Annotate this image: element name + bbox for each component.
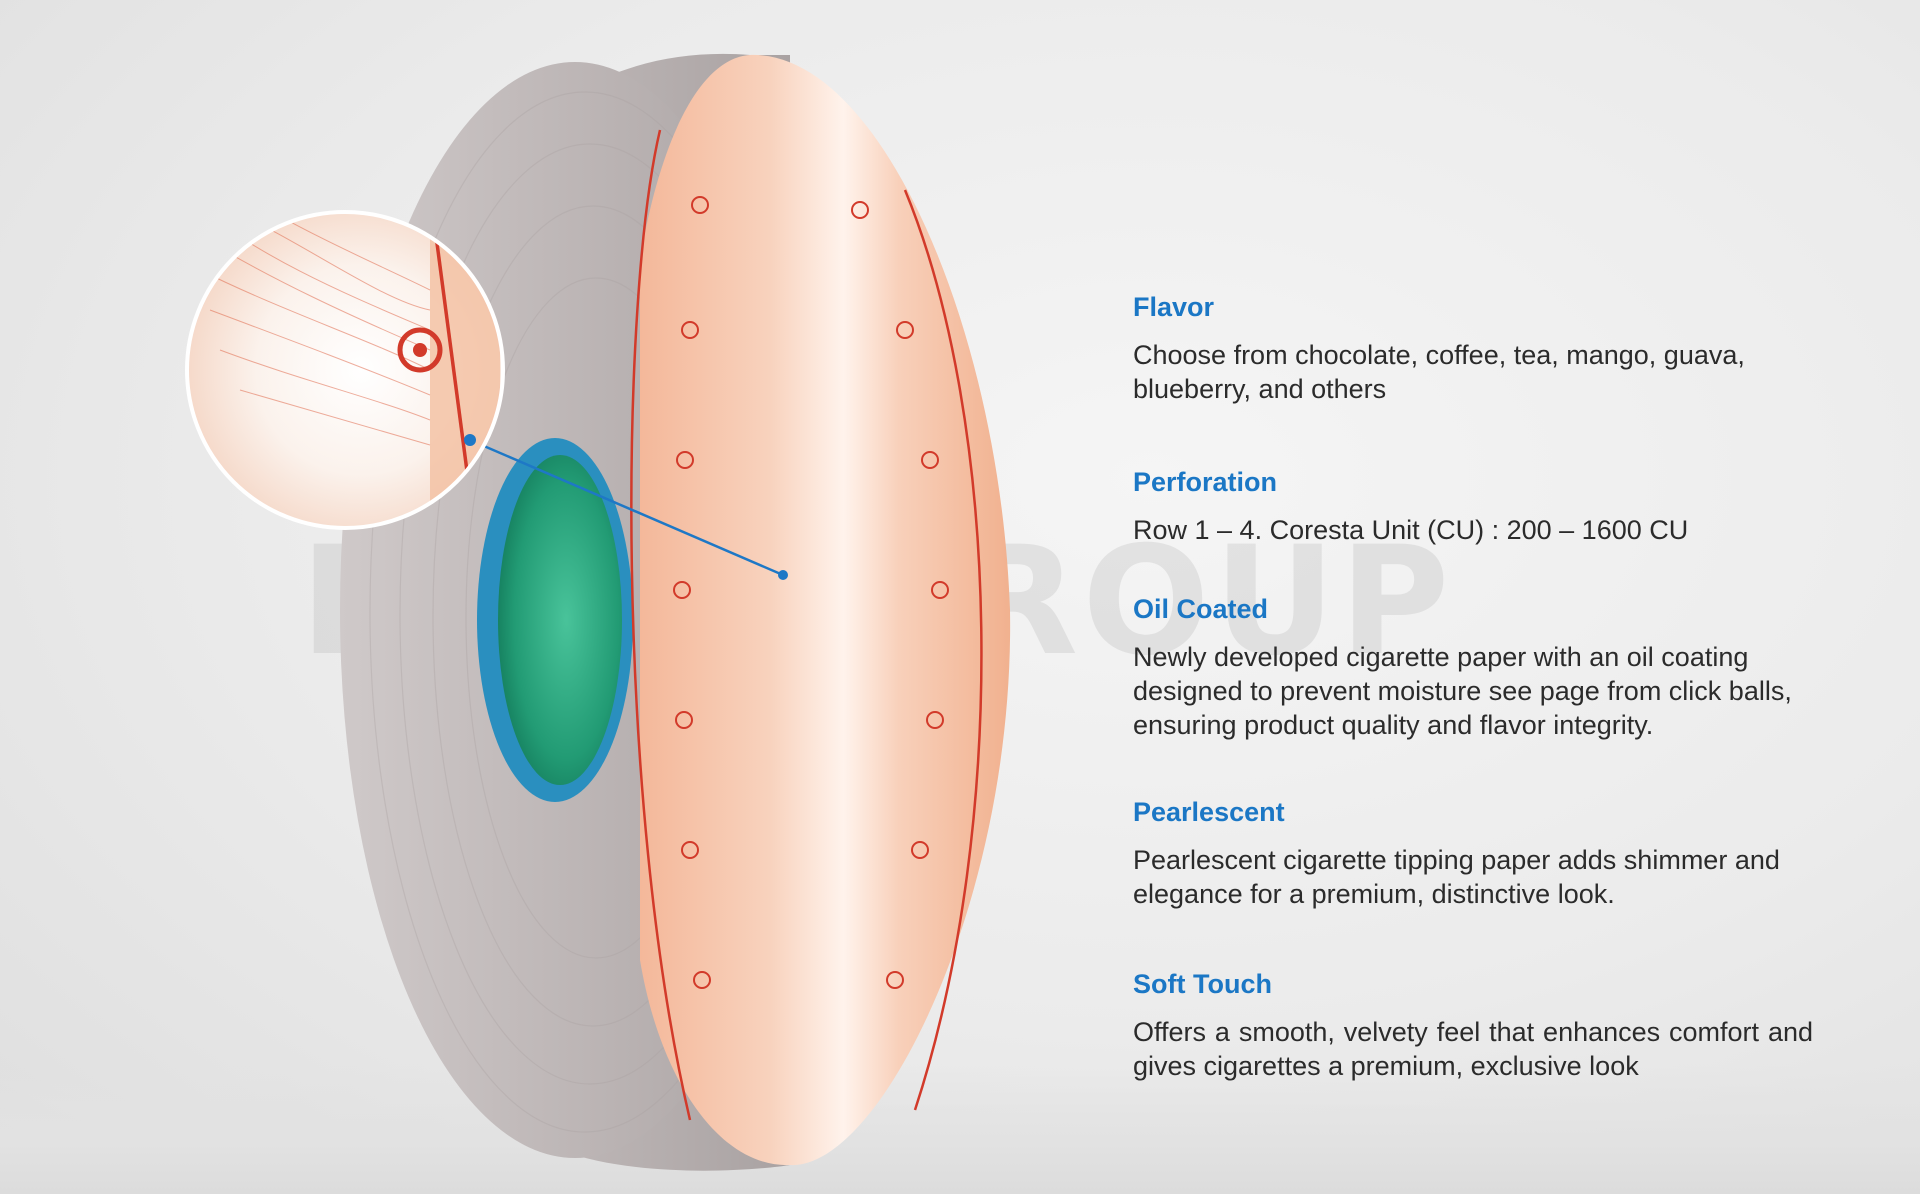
band-logo-marks (673, 196, 949, 989)
feature-perforation: Perforation Row 1 – 4. Coresta Unit (CU)… (1133, 465, 1813, 547)
magnifier-bg (187, 212, 503, 528)
feature-oil-coated: Oil Coated Newly developed cigarette pap… (1133, 592, 1813, 742)
feature-flavor: Flavor Choose from chocolate, coffee, te… (1133, 290, 1813, 406)
feature-title: Oil Coated (1133, 594, 1269, 624)
magnifier-logo-mark (397, 327, 443, 373)
feature-description: Row 1 – 4. Coresta Unit (CU) : 200 – 160… (1133, 515, 1689, 545)
floor-shadow (0, 1064, 1920, 1194)
feature-description: Choose from chocolate, coffee, tea, mang… (1133, 340, 1745, 404)
feature-title: Soft Touch (1133, 969, 1272, 999)
feature-description: Pearlescent cigarette tipping paper adds… (1133, 845, 1780, 909)
feature-title: Flavor (1133, 292, 1215, 322)
magnifier-ring (185, 210, 505, 530)
feature-description: Newly developed cigarette paper with an … (1133, 642, 1792, 740)
core-inner (498, 455, 622, 785)
feature-pearlescent: Pearlescent Pearlescent cigarette tippin… (1133, 795, 1813, 911)
callout-dot-magnifier (464, 434, 476, 446)
paper-band (640, 54, 1011, 1166)
callout-line (469, 438, 784, 577)
feature-title: Perforation (1133, 467, 1278, 497)
feature-description: Offers a smooth, velvety feel that enhan… (1133, 1017, 1813, 1081)
callout-dot-roll (778, 570, 788, 580)
band-red-line-left (630, 129, 692, 1121)
band-red-line-right (903, 189, 983, 1111)
feature-title: Pearlescent (1133, 797, 1285, 827)
feature-soft-touch: Soft Touch Offers a smooth, velvety feel… (1133, 967, 1813, 1083)
